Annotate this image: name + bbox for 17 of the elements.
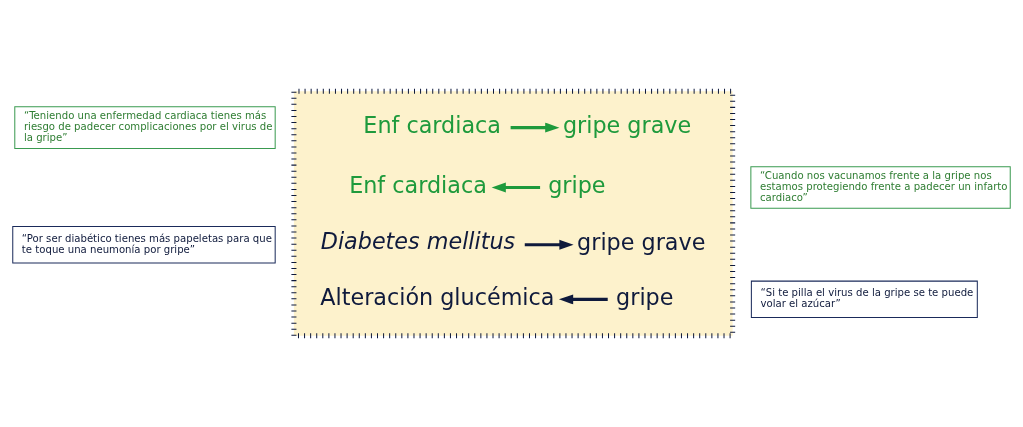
node-text: gripe grave — [577, 229, 706, 256]
node-box: “Teniendo una enfermedad cardiaca tienes más riesgo de padecer complicaciones por el virus de la gripe” — [14, 106, 276, 149]
node-text: gripe grave — [562, 112, 692, 139]
node-box: “Por ser diabético tienes más papeletas para que te toque una neumonía por gripe” — [12, 225, 276, 264]
cluster — [291, 88, 736, 339]
node-text: gripe — [616, 284, 674, 311]
arrow — [510, 122, 560, 133]
node-box: “Si te pilla el virus de la gripe se te puede volar el azúcar” — [750, 280, 978, 319]
node-text: gripe — [548, 172, 606, 199]
node-text: Diabetes mellitus — [320, 228, 516, 255]
node-text: Alteración glucémica — [320, 284, 555, 311]
arrow — [558, 294, 608, 305]
arrow — [491, 182, 541, 193]
node-text: Enf cardiaca — [363, 112, 502, 139]
arrow — [524, 239, 574, 250]
node-text: Enf cardiaca — [349, 172, 487, 199]
node-box: “Cuando nos vacunamos frente a la gripe nos estamos protegiendo frente a padecer un infarto cardiaco” — [750, 166, 1011, 209]
